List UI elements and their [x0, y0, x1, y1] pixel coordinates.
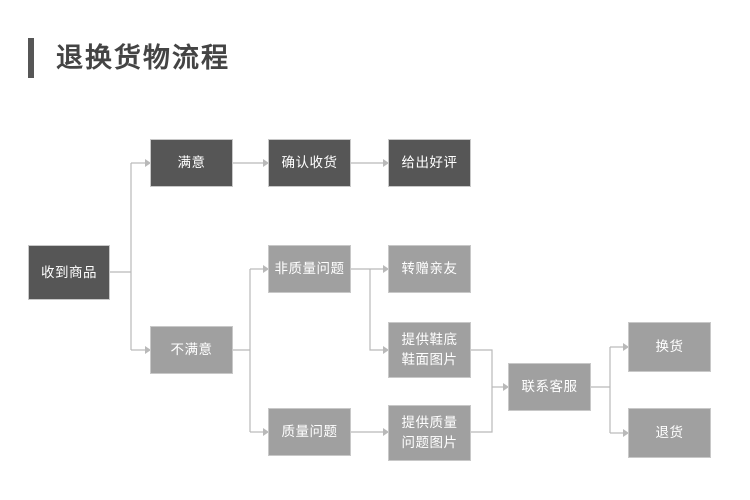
arrow-exchange: [623, 343, 629, 351]
flow-node-good-review[interactable]: 给出好评: [388, 139, 471, 187]
page-header: 退换货物流程: [28, 38, 230, 78]
flow-node-shoe-photos[interactable]: 提供鞋底 鞋面图片: [388, 322, 471, 378]
arrow-nonquality: [263, 265, 269, 273]
flow-node-exchange[interactable]: 换货: [628, 322, 711, 372]
arrow-quality: [263, 428, 269, 436]
arrow-contact: [503, 383, 509, 391]
edge-qualityphotos-merge: [471, 387, 493, 433]
arrow-qualityphotos: [383, 428, 389, 436]
flow-node-satisfied[interactable]: 满意: [150, 139, 233, 187]
edge-shoephotos-merge: [471, 349, 493, 387]
arrow-shoephotos: [383, 346, 389, 354]
arrow-satisfied: [145, 159, 151, 167]
arrow-return: [623, 429, 629, 437]
arrow-confirm: [263, 159, 269, 167]
flow-node-confirm[interactable]: 确认收货: [268, 139, 351, 187]
flow-node-contact-service[interactable]: 联系客服: [508, 363, 591, 411]
title-accent-bar: [28, 38, 34, 78]
flow-node-return[interactable]: 退货: [628, 408, 711, 458]
flow-node-quality[interactable]: 质量问题: [268, 408, 351, 456]
flow-node-non-quality[interactable]: 非质量问题: [268, 245, 351, 293]
edge-nonquality-shoephotos: [369, 269, 383, 351]
page-title: 退换货物流程: [56, 42, 230, 73]
arrow-review: [383, 159, 389, 167]
flow-node-unsatisfied[interactable]: 不满意: [150, 326, 233, 374]
arrow-unsatisfied: [145, 346, 151, 354]
flow-node-quality-photos[interactable]: 提供质量 问题图片: [388, 405, 471, 461]
flow-node-gift-friend[interactable]: 转赠亲友: [388, 245, 471, 293]
flow-node-start[interactable]: 收到商品: [28, 245, 110, 300]
arrow-gift: [383, 265, 389, 273]
